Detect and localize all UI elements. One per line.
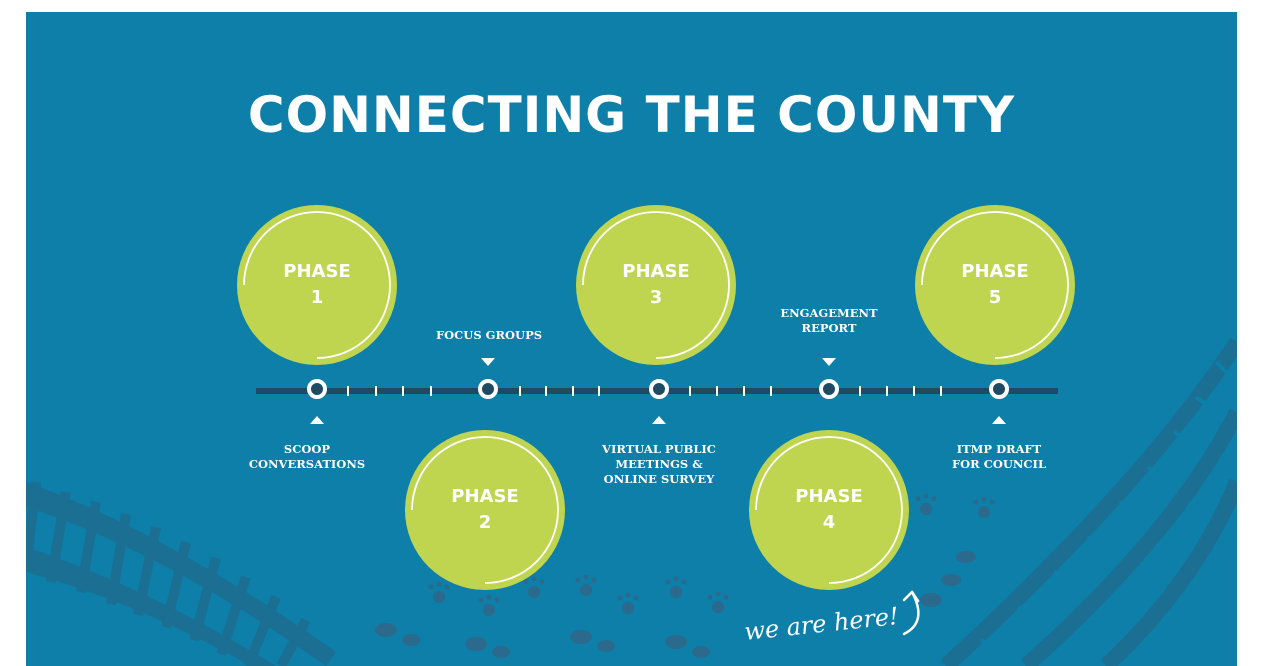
pointer-down-4 (822, 358, 836, 366)
pointer-up-5 (992, 416, 1006, 424)
railway-track-icon (26, 481, 336, 666)
milestone-3-line-1: VIRTUAL PUBLIC (602, 442, 716, 456)
phase-4-number: 4 (822, 512, 836, 533)
phase-4-label: PHASE (795, 486, 863, 507)
brush-circle-icon (915, 205, 1075, 365)
background-decor (26, 337, 1237, 666)
phase-3-number: 3 (649, 287, 663, 308)
banner: CONNECTING THE COUNTY (26, 12, 1237, 666)
milestone-marker-4 (819, 379, 839, 399)
milestone-5-line-2: FOR COUNCIL (951, 457, 1047, 471)
milestone-label-5: ITMP DRAFT FOR COUNCIL (914, 442, 1084, 472)
milestone-label-1: SCOOP CONVERSATIONS (222, 442, 392, 472)
phase-3-label: PHASE (622, 261, 690, 282)
footprint-icon (375, 551, 976, 658)
pointer-up-3 (652, 416, 666, 424)
timeline (256, 358, 1058, 424)
milestone-label-4: ENGAGEMENT REPORT (744, 306, 914, 336)
milestone-marker-3 (649, 379, 669, 399)
milestone-3-line-2: MEETINGS & (615, 457, 703, 471)
phase-1-number: 1 (310, 287, 324, 308)
phase-5-number: 5 (988, 287, 1002, 308)
brush-circle-icon (405, 430, 565, 590)
phase-2-label: PHASE (451, 486, 519, 507)
milestone-2-line-1: FOCUS GROUPS (435, 328, 543, 342)
brush-circle-icon (749, 430, 909, 590)
phase-2-circle: PHASE 2 (400, 425, 570, 595)
milestone-4-line-2: REPORT (801, 321, 857, 335)
phase-3-circle: PHASE 3 (571, 200, 741, 370)
milestone-marker-2 (478, 379, 498, 399)
arrow-curve-icon (902, 590, 920, 636)
milestone-marker-5 (989, 379, 1009, 399)
milestone-3-line-3: ONLINE SURVEY (603, 472, 715, 486)
milestone-label-2: FOCUS GROUPS (404, 328, 574, 343)
phase-2-number: 2 (478, 512, 492, 533)
milestone-marker-1 (307, 379, 327, 399)
tire-track-icon (940, 337, 1237, 666)
pointer-triangles (310, 358, 1006, 424)
page-title: CONNECTING THE COUNTY (247, 86, 1016, 144)
milestone-label-3: VIRTUAL PUBLIC MEETINGS & ONLINE SURVEY (574, 442, 744, 487)
milestone-1-line-2: CONVERSATIONS (248, 457, 366, 471)
pointer-down-2 (481, 358, 495, 366)
milestone-4-line-1: ENGAGEMENT (780, 306, 878, 320)
brush-circle-icon (576, 205, 736, 365)
milestone-1-line-1: SCOOP (283, 442, 331, 456)
pointer-up-1 (310, 416, 324, 424)
milestone-5-line-1: ITMP DRAFT (956, 442, 1042, 456)
brush-circle-icon (237, 205, 397, 365)
phase-5-label: PHASE (961, 261, 1029, 282)
phase-1-label: PHASE (283, 261, 351, 282)
milestone-markers (307, 379, 1009, 399)
phase-4-circle: PHASE 4 (744, 425, 914, 595)
paw-print-icon (428, 493, 995, 616)
timeline-ticks (347, 386, 942, 396)
phase-1-circle: PHASE 1 (232, 200, 402, 370)
phase-5-circle: PHASE 5 (910, 200, 1080, 370)
